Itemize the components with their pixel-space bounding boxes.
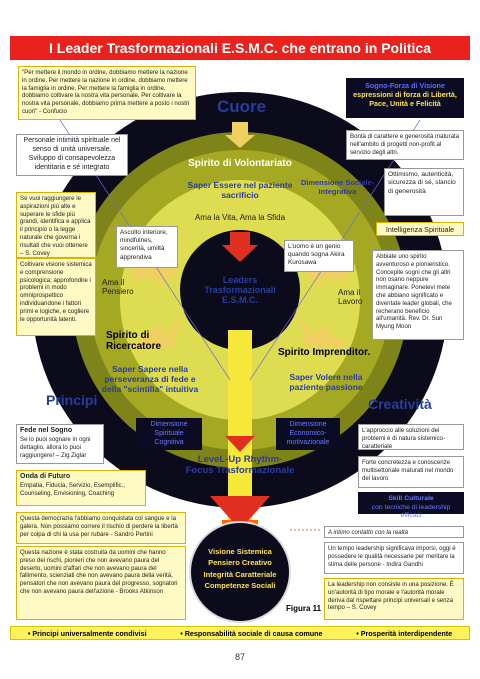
leadership-imposta-box: Un tempo leadership significava imporsi,… [324,542,464,574]
covey-left-box: Se vuoi raggiungere le aspirazioni più a… [16,192,96,258]
red-arrow-top [222,232,258,262]
cuore-label: Cuore [217,97,267,116]
approccio-box: L'approccio alle soluzioni dei problemi … [358,424,464,450]
sogno-forza-box: Sogno-Forza di Visione espressioni di fo… [346,78,464,118]
fede-sogno-text: Se lo puoi sognare in ogni dettaglio, al… [20,435,91,459]
bottom-circle [189,521,291,623]
onda-box: Onda di Futuro Empatia, Fiducia, Servizi… [16,470,146,506]
footer-item-3: • Prosperità interdipendente [356,628,453,638]
quote-confucio: "Per mettere il mondo in ordine, dobbiam… [18,66,196,120]
figura-label: Figura 11 [286,604,322,613]
spirito-imprenditor: Spirito Imprenditor. [278,347,371,358]
footer-bar: • Principi universalmente condivisi • Re… [10,626,470,640]
ascolto-box: Ascolto interiore, mindfulnes, sincerità… [116,226,178,268]
page-number: 87 [234,652,245,662]
ama-pensiero: Ama il Pensiero [102,278,134,296]
small-red-arrow [225,436,255,452]
red-arrow-down [210,496,270,530]
dimensione-sociale: Dimensione Sociale-Integrativa [300,178,375,196]
spirito-ricercatore: Spirito di Ricercatore [106,330,162,352]
saper-essere: Saper Essere nel paziente sacrificio [187,180,293,200]
ottimismo-box: Ottimismo, autenticità, sicurezza di sé,… [384,168,464,216]
principi-label: Principi [46,392,98,408]
personale-box: Personale intimità spirituale nel senso … [16,134,128,176]
spirito-volontariato: Spirito di Volontariato [188,158,292,169]
left-bottom-arrow [130,318,180,348]
fede-sogno-title: Fede nel Sogno [20,427,73,434]
dim-economico-box: Dimensione Economico-motivazionale [276,418,340,450]
coltivare-box: Coltivare visione sistemica e comprensio… [16,258,96,336]
abbiate-box: Abbiate uno spirito avventuroso e pionie… [372,250,464,340]
dim-spirituale-box: Dimensione Spirituale Cognitiva [136,418,202,450]
sogno-forza-title: Sogno-Forza di Visione [365,81,445,90]
ama-lavoro: Ama il Lavoro [338,288,363,306]
bonta-box: Bontà di carattere e generosità maturata… [346,130,464,160]
footer-item-1: • Principi universalmente condivisi [27,628,147,638]
level-up: LeveL-Up Rhythm-Focus Trasformazionale [185,454,295,476]
right-bottom-arrow [300,318,350,348]
intimo-box: A intimo contatto con la realtà [324,526,464,538]
intelligenza-spirituale-box: Intelligenza Spirituale [376,222,464,236]
leadership-posizione-box: La leadership non consiste in una posizi… [324,578,464,620]
top-arrow [225,122,255,148]
creativita-label: Creatività [368,396,432,412]
onda-title: Onda di Futuro [20,473,71,480]
democrazia-box: Questa democrazia l'abbiamo conquistata … [16,512,186,544]
leaders-center: Leaders Trasformazionali E.S.M.C. [204,275,276,305]
skill-title: Skill Culturale [388,495,434,502]
genio-box: L'uomo è un genio quando sogna Akira Kur… [284,240,354,272]
sogno-forza-text: espressioni di forza di Libertà, Pace, U… [353,90,457,109]
fede-sogno-box: Fede nel Sogno Se lo puoi sognare in ogn… [16,424,104,464]
saper-sapere: Saper Sapere nella perseveranza di fede … [101,364,199,394]
center-circle [180,230,300,350]
nazione-box: Questa nazione è stata costruita da uomi… [16,546,186,620]
footer-item-2: • Responsabilità sociale di causa comune [180,628,323,638]
onda-text: Empatia, Fiducia, Servizio, Esemplific.,… [20,481,125,497]
saper-volere: Saper Volere nella paziente passione [289,372,363,392]
forte-box: Forte concretezza e conoscenze multisett… [358,456,464,488]
page-title: I Leader Trasformazionali E.S.M.C. che e… [10,36,470,60]
skill-text: con tecniche di leadership efficaci [371,503,451,520]
ama-vita: Ama la Vita, Ama la Sfida [194,213,286,222]
bottom-circle-text: Visione Sistemica Pensiero Creativo Inte… [203,547,277,590]
skill-box: Skill Culturale con tecniche di leadersh… [358,492,464,519]
